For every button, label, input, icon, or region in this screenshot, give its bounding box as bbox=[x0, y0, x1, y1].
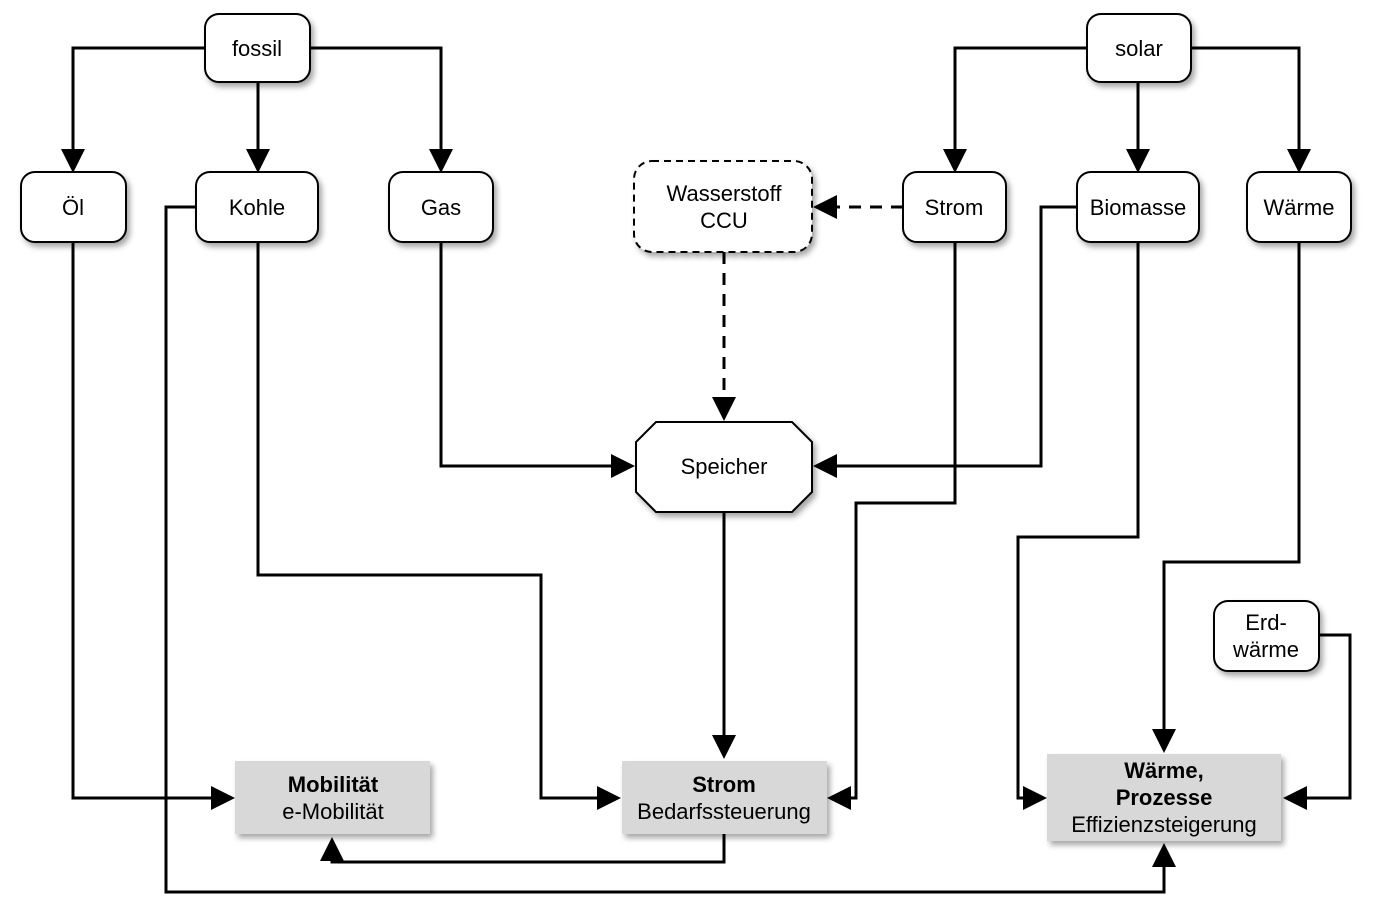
target-mobilitaet-subtitle: e-Mobilität bbox=[282, 799, 383, 824]
node-fossil-label: fossil bbox=[232, 36, 282, 61]
edge-kohle-waerme-target bbox=[164, 205, 1176, 894]
node-gas: Gas bbox=[388, 171, 494, 243]
node-strom-source: Strom bbox=[902, 171, 1007, 243]
node-biomasse: Biomasse bbox=[1076, 171, 1200, 243]
edge-solar-strom bbox=[943, 46, 1087, 173]
node-strom-source-label: Strom bbox=[925, 195, 984, 220]
target-strom: Strom Bedarfssteuerung bbox=[622, 761, 827, 834]
edge-kohle-strom-target bbox=[256, 242, 621, 810]
target-waerme-title-2: Prozesse bbox=[1116, 785, 1213, 810]
target-waerme-prozesse: Wärme, Prozesse Effizienzsteigerung bbox=[1047, 754, 1281, 841]
node-erdwaerme-label-2: wärme bbox=[1232, 637, 1299, 662]
node-oel: Öl bbox=[20, 171, 127, 243]
node-solar-label: solar bbox=[1115, 36, 1163, 61]
node-ccu-label: CCU bbox=[700, 208, 748, 233]
edge-solar-waerme bbox=[1190, 46, 1311, 173]
node-gas-label: Gas bbox=[421, 195, 461, 220]
node-biomasse-label: Biomasse bbox=[1090, 195, 1187, 220]
node-waerme-source: Wärme bbox=[1246, 171, 1352, 243]
target-strom-subtitle: Bedarfssteuerung bbox=[637, 799, 811, 824]
node-solar: solar bbox=[1086, 13, 1192, 83]
edge-fossil-oel bbox=[61, 46, 205, 173]
node-speicher-label: Speicher bbox=[681, 454, 768, 479]
edge-strom-target-mobilitaet bbox=[320, 834, 726, 864]
edge-biomasse-speicher bbox=[813, 205, 1077, 478]
node-wasserstoff-ccu: Wasserstoff CCU bbox=[633, 160, 813, 253]
node-kohle: Kohle bbox=[195, 171, 319, 243]
node-wasserstoff-label: Wasserstoff bbox=[667, 181, 783, 206]
node-fossil: fossil bbox=[204, 13, 311, 83]
node-erdwaerme: Erd- wärme bbox=[1213, 600, 1320, 672]
edge-gas-speicher bbox=[439, 242, 635, 478]
target-mobilitaet-title: Mobilität bbox=[288, 772, 379, 797]
target-waerme-title-1: Wärme, bbox=[1124, 758, 1203, 783]
target-mobilitaet: Mobilität e-Mobilität bbox=[235, 761, 430, 834]
edge-oel-mobilitaet bbox=[71, 242, 235, 810]
edge-erdwaerme-waerme-target bbox=[1283, 633, 1352, 810]
connectors bbox=[61, 46, 1352, 894]
node-erdwaerme-label-1: Erd- bbox=[1245, 610, 1287, 635]
node-waerme-source-label: Wärme bbox=[1264, 195, 1335, 220]
node-kohle-label: Kohle bbox=[229, 195, 285, 220]
edge-strom-source-strom-target bbox=[827, 242, 957, 810]
node-speicher: Speicher bbox=[635, 421, 813, 513]
target-waerme-subtitle: Effizienzsteigerung bbox=[1071, 812, 1257, 837]
target-strom-title: Strom bbox=[692, 772, 756, 797]
node-oel-label: Öl bbox=[62, 195, 84, 220]
edge-biomasse-waerme-target bbox=[1016, 242, 1140, 810]
edge-fossil-gas bbox=[310, 46, 453, 173]
edge-waerme-source-waerme-target bbox=[1152, 242, 1301, 753]
